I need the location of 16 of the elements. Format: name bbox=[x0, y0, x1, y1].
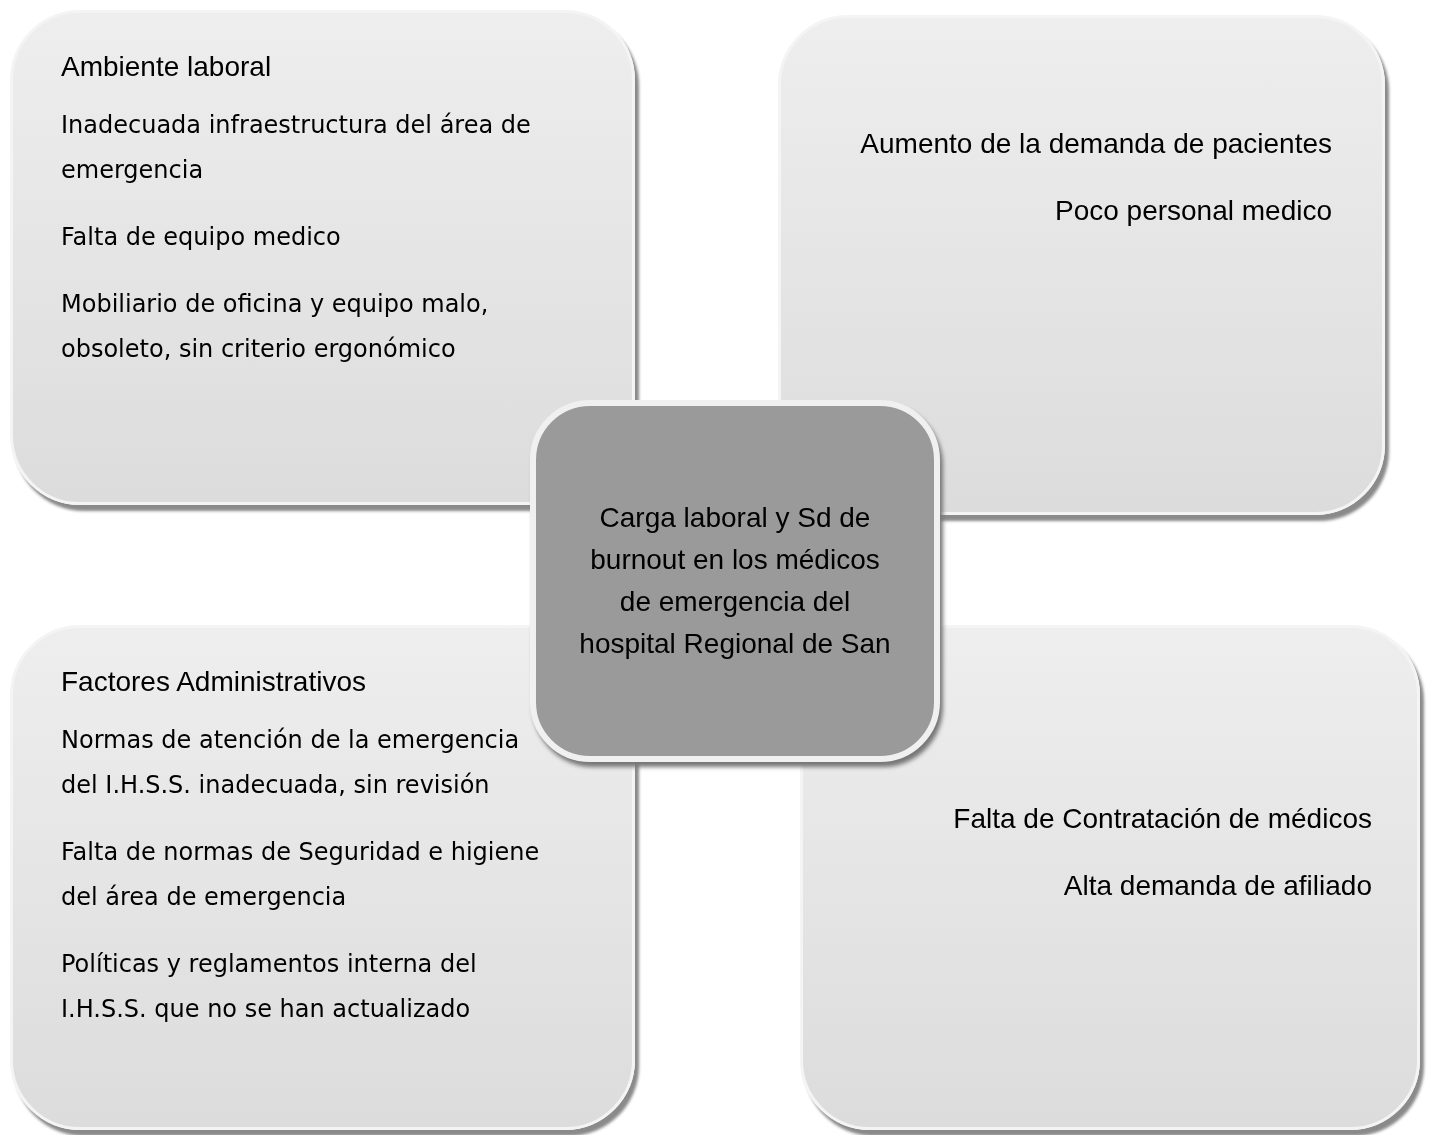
cause-text: Falta de equipo medico bbox=[61, 222, 342, 253]
cause-text: Mobiliario de oficina y equipo malo, obsoleto, sin criterio ergonómico bbox=[61, 289, 490, 365]
cause-text: Inadecuada infraestructura del área de emergencia bbox=[61, 110, 532, 186]
central-topic-text: Carga laboral y Sd de burnout en los médicos de emergencia del hospital Regional de San bbox=[578, 501, 892, 661]
category-heading: Factores Administrativos bbox=[61, 666, 367, 698]
cause-text: Poco personal medico bbox=[1053, 194, 1332, 228]
central-topic-box bbox=[530, 400, 940, 762]
cause-text: Políticas y reglamentos interna del I.H.S.S. que no se han actualizado bbox=[61, 949, 478, 1025]
cause-text: Alta demanda de afiliado bbox=[1062, 869, 1372, 903]
category-box bbox=[800, 625, 1420, 1130]
cause-text: Aumento de la demanda de pacientes bbox=[859, 127, 1332, 161]
cause-text: Falta de Contratación de médicos bbox=[952, 802, 1372, 836]
cause-text: Normas de atención de la emergencia del I.H.S.S. inadecuada, sin revisión bbox=[61, 725, 521, 801]
category-heading: Ambiente laboral bbox=[61, 51, 273, 83]
category-box bbox=[10, 10, 635, 505]
cause-text: Falta de normas de Seguridad e higiene del área de emergencia bbox=[61, 837, 541, 913]
